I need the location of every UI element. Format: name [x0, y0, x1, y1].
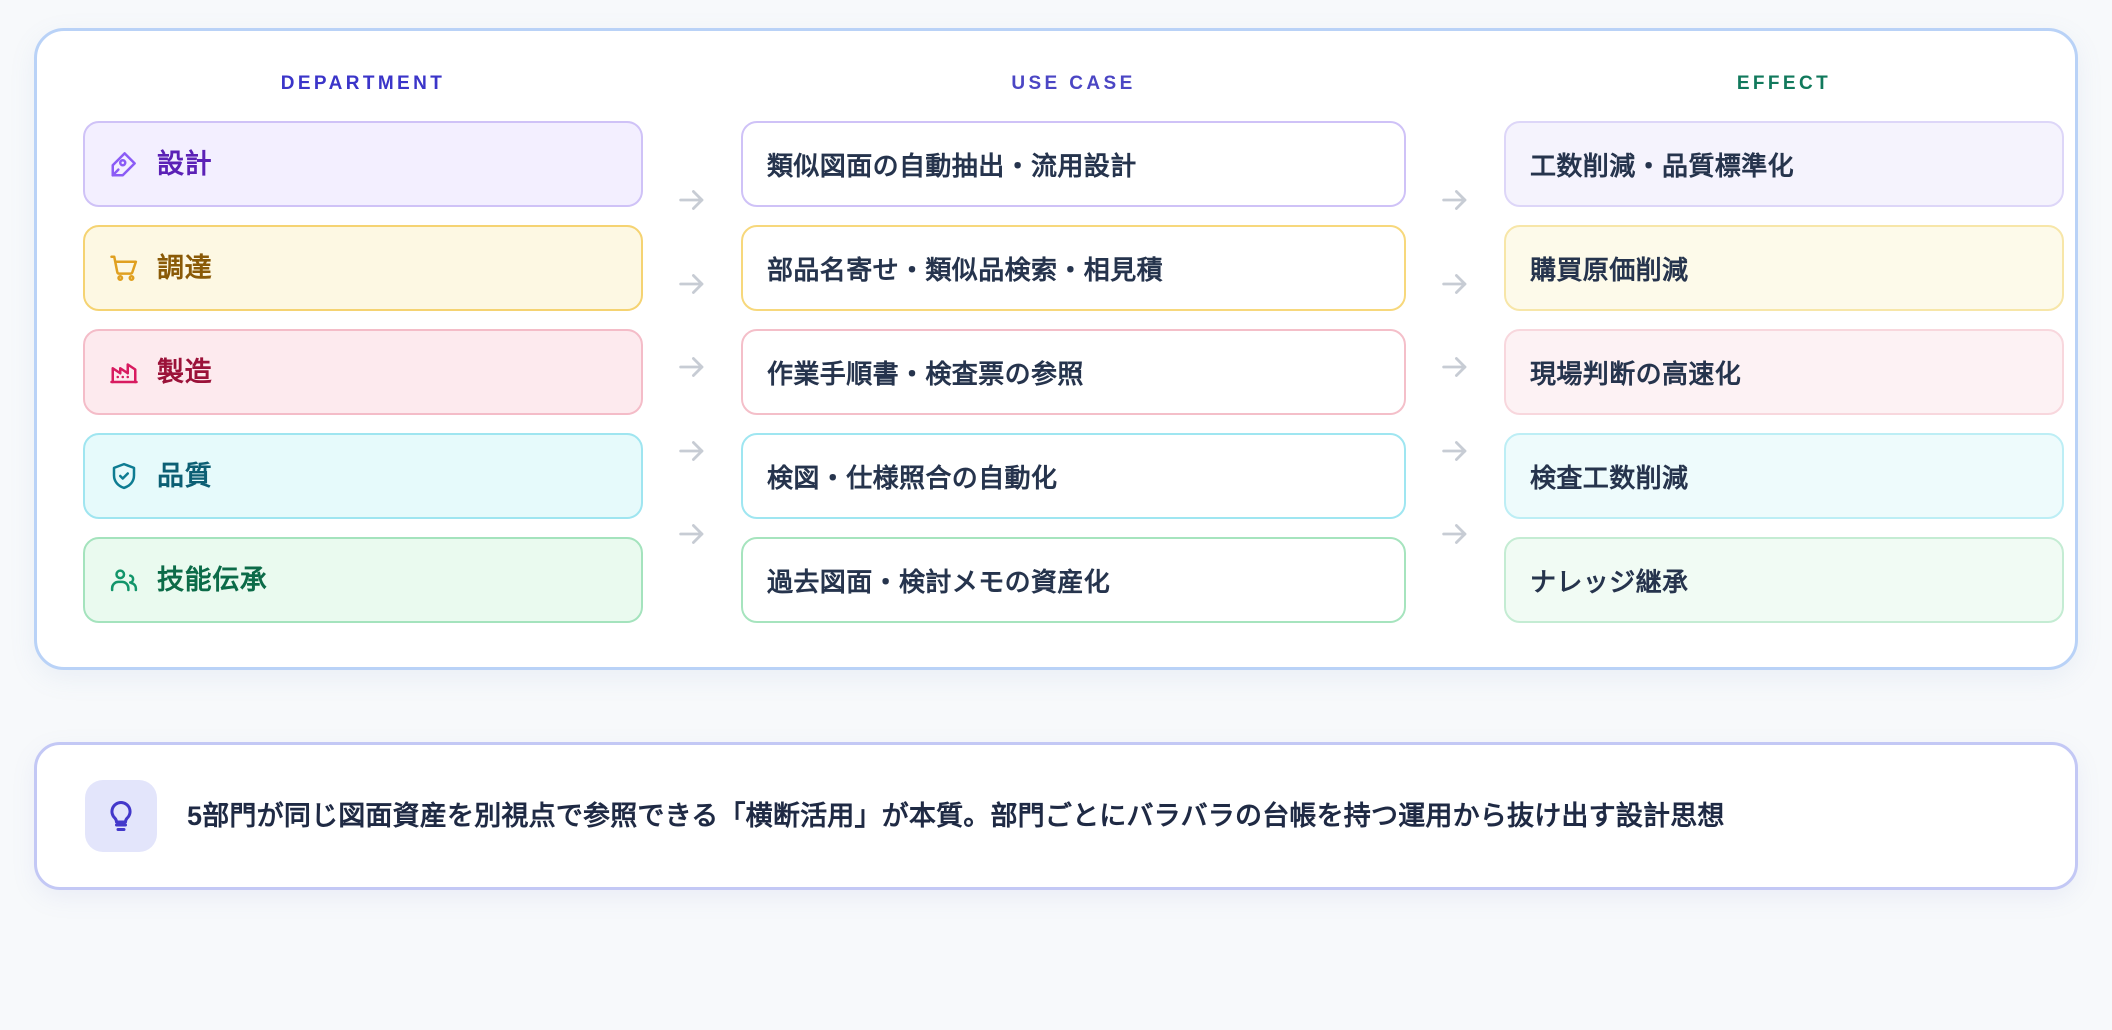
arrow-right-icon [675, 267, 709, 301]
insight-note-card: 5部門が同じ図面資産を別視点で参照できる「横断活用」が本質。部門ごとにバラバラの… [34, 742, 2078, 890]
arrow-right-icon [675, 517, 709, 551]
use-case-column: 類似図面の自動抽出・流用設計部品名寄せ・類似品検索・相見積作業手順書・検査票の参… [741, 121, 1406, 623]
department-chip-label: 調達 [157, 252, 213, 283]
department-chip[interactable]: 設計 [83, 121, 643, 207]
shield-check-icon [109, 461, 139, 491]
arrow-right-icon [1438, 267, 1472, 301]
arrow-right-icon [1438, 517, 1472, 551]
department-chip[interactable]: 技能伝承 [83, 537, 643, 623]
effect-column: 工数削減・品質標準化購買原価削減現場判断の高速化検査工数削減ナレッジ継承 [1504, 121, 2064, 623]
arrow-right-icon [675, 434, 709, 468]
use-case-chip[interactable]: 類似図面の自動抽出・流用設計 [741, 121, 1406, 207]
effect-chip[interactable]: 検査工数削減 [1504, 433, 2064, 519]
department-chip[interactable]: 製造 [83, 329, 643, 415]
arrow-right-icon [1438, 183, 1472, 217]
column-header-spacer-1 [643, 73, 741, 99]
department-chip[interactable]: 品質 [83, 433, 643, 519]
arrow-rail-department-to-usecase [643, 121, 741, 623]
arrow-right-icon [675, 350, 709, 384]
department-chip-label: 製造 [157, 356, 213, 387]
column-header-use-case: USE CASE [1011, 73, 1136, 94]
effect-chip[interactable]: ナレッジ継承 [1504, 537, 2064, 623]
use-case-chip[interactable]: 検図・仕様照合の自動化 [741, 433, 1406, 519]
column-header-department: DEPARTMENT [280, 73, 446, 94]
pen-nib-icon [109, 149, 139, 179]
effect-chip[interactable]: 工数削減・品質標準化 [1504, 121, 2064, 207]
effect-chip[interactable]: 購買原価削減 [1504, 225, 2064, 311]
shopping-cart-icon [109, 253, 139, 283]
insight-note-text: 5部門が同じ図面資産を別視点で参照できる「横断活用」が本質。部門ごとにバラバラの… [187, 800, 1725, 831]
department-chip[interactable]: 調達 [83, 225, 643, 311]
arrow-right-icon [1438, 434, 1472, 468]
users-icon [109, 565, 139, 595]
arrow-right-icon [1438, 350, 1472, 384]
department-column: 設計調達製造品質技能伝承 [83, 121, 643, 623]
column-header-spacer-2 [1406, 73, 1504, 99]
department-chip-label: 設計 [157, 148, 213, 179]
column-header-effect: EFFECT [1736, 73, 1832, 94]
lightbulb-icon [85, 780, 157, 852]
arrow-right-icon [675, 183, 709, 217]
effect-chip[interactable]: 現場判断の高速化 [1504, 329, 2064, 415]
department-chip-label: 技能伝承 [157, 564, 268, 595]
use-case-chip[interactable]: 作業手順書・検査票の参照 [741, 329, 1406, 415]
department-chip-label: 品質 [157, 460, 213, 491]
use-case-chip[interactable]: 部品名寄せ・類似品検索・相見積 [741, 225, 1406, 311]
matrix-card: DEPARTMENT USE CASE EFFECT 設計調達製造品質技能伝承 … [34, 28, 2078, 670]
matrix-columns: DEPARTMENT USE CASE EFFECT 設計調達製造品質技能伝承 … [83, 73, 2064, 623]
factory-icon [109, 357, 139, 387]
use-case-chip[interactable]: 過去図面・検討メモの資産化 [741, 537, 1406, 623]
arrow-rail-usecase-to-effect [1406, 121, 1504, 623]
